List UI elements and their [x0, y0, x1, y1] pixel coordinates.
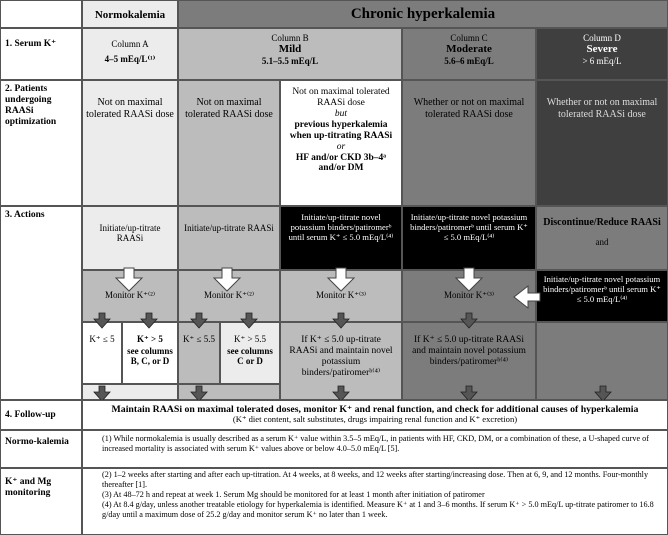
- arrow-a-to-monitor: [114, 267, 144, 292]
- note-4: (4) At 8.4 g/day, unless another treatab…: [102, 500, 654, 519]
- column-d-discontinue-cell: Discontinue/Reduce RAASi and: [536, 206, 668, 270]
- corner-cell: [0, 0, 82, 28]
- column-a-monitor-cell: [82, 270, 178, 322]
- arrow-d-to-c-monitor: [513, 284, 541, 310]
- column-c-header: Column C Moderate 5.6–6 mEq/L: [402, 28, 536, 80]
- column-b2-monitor: Monitor K⁺⁽³⁾: [315, 290, 367, 300]
- row3-label: 3. Actions: [0, 206, 82, 400]
- column-a-gt5: K⁺ > 5: [137, 334, 163, 344]
- column-a-patients: Not on maximal tolerated RAASi dose: [82, 80, 178, 206]
- note-3: (3) At 48–72 h and repeat at week 1. Ser…: [102, 490, 485, 499]
- arrow-b2-to-monitor: [326, 267, 356, 292]
- row2-label: 2. Patients undergoing RAASi optimizatio…: [0, 80, 82, 206]
- column-c-value: 5.6–6 mEq/L: [444, 55, 494, 66]
- column-b1-monitor: Monitor K⁺⁽²⁾: [203, 290, 255, 300]
- arrow-b1-gt55: [240, 312, 258, 329]
- column-b1-patients: Not on maximal tolerated RAASi dose: [178, 80, 280, 206]
- column-b2-initiate: Initiate/up-titrate novel potassium bind…: [280, 206, 402, 270]
- arrow-b1-to-monitor: [212, 267, 242, 292]
- arrow-c-if: [460, 312, 478, 329]
- column-a-see: see columns B, C, or D: [127, 346, 173, 367]
- column-d-name: Column D: [583, 33, 621, 43]
- column-b2-line2: previous hyperkalemia when up-titrating …: [289, 119, 393, 141]
- column-d-and: and: [595, 236, 609, 247]
- arrow-a-followup: [93, 385, 111, 402]
- normo-label: Normo-kalemia: [0, 430, 82, 468]
- arrow-d-followup: [594, 385, 612, 402]
- column-b2-line3: HF and/or CKD 3b–4ᵃ and/or DM: [295, 152, 387, 174]
- column-b-name: Column B: [271, 33, 309, 43]
- column-a-monitor: Monitor K⁺⁽²⁾: [104, 290, 156, 300]
- column-c-name: Column C: [450, 33, 488, 43]
- column-b2-or: or: [336, 141, 346, 152]
- row1-label: 1. Serum K⁺: [0, 28, 82, 80]
- arrow-a-gt5: [140, 312, 158, 329]
- arrow-b2-if: [332, 312, 350, 329]
- column-c-monitor: Monitor K⁺⁽³⁾: [443, 290, 495, 300]
- kmg-notes-cell: [82, 468, 668, 535]
- column-d-initiate: Initiate/up-titrate novel potassium bind…: [536, 270, 668, 322]
- arrow-c-to-monitor: [454, 267, 484, 292]
- column-c-patients: Whether or not on maximal tolerated RAAS…: [402, 80, 536, 206]
- column-b-header: Column B Mild 5.1–5.5 mEq/L: [178, 28, 402, 80]
- arrow-b2-followup: [332, 385, 350, 402]
- note-1: (1) While normokalemia is usually descri…: [102, 434, 649, 453]
- column-a-initiate: Initiate/up-titrate RAASi: [82, 206, 178, 270]
- column-a-name: Column A: [111, 39, 149, 49]
- kmg-label: K⁺ and Mg monitoring: [0, 468, 82, 535]
- normo-notes-cell: [82, 430, 668, 468]
- column-a-le5: K⁺ ≤ 5: [89, 334, 115, 344]
- column-b-value: 5.1–5.5 mEq/L: [261, 55, 319, 66]
- column-d-value: > 6 mEq/L: [582, 55, 622, 66]
- column-a-value: 4–5 mEq/L⁽¹⁾: [104, 54, 156, 65]
- row4-label: 4. Follow-up: [0, 400, 82, 430]
- column-b2-patients: Not on maximal tolerated RAASi dose but …: [280, 80, 402, 206]
- followup-main: Maintain RAASi on maximal tolerated dose…: [111, 404, 639, 415]
- arrow-b1-followup: [190, 385, 208, 402]
- column-b1-gt55: K⁺ > 5.5: [233, 334, 267, 344]
- followup-cell: Maintain RAASi on maximal tolerated dose…: [82, 400, 668, 430]
- column-c-level: Moderate: [446, 43, 492, 56]
- header-chronic-hyperkalemia: Chronic hyperkalemia: [178, 0, 668, 28]
- column-b1-initiate: Initiate/up-titrate RAASi: [178, 206, 280, 270]
- column-d-patients: Whether or not on maximal tolerated RAAS…: [536, 80, 668, 206]
- arrow-b1-le55: [190, 312, 208, 329]
- arrow-a-le5: [93, 312, 111, 329]
- column-b1-le55: K⁺ ≤ 5.5: [183, 334, 215, 344]
- column-b2-but: but: [334, 108, 348, 119]
- followup-sub: (K⁺ diet content, salt substitutes, drug…: [232, 414, 518, 425]
- column-d-level: Severe: [586, 43, 618, 56]
- column-a-header: Column A 4–5 mEq/L⁽¹⁾: [82, 28, 178, 80]
- arrow-c-followup: [460, 385, 478, 402]
- column-d-discontinue: Discontinue/Reduce RAASi: [543, 217, 661, 228]
- column-b-level: Mild: [278, 43, 302, 56]
- column-b2-line1: Not on maximal tolerated RAASi dose: [292, 87, 390, 108]
- column-b1-see: see columns C or D: [227, 346, 273, 367]
- column-a-gt5-cell: [122, 322, 178, 384]
- note-2: (2) 1–2 weeks after starting and after e…: [102, 470, 649, 489]
- column-d-header: Column D Severe > 6 mEq/L: [536, 28, 668, 80]
- header-normokalemia: Normokalemia: [82, 0, 178, 28]
